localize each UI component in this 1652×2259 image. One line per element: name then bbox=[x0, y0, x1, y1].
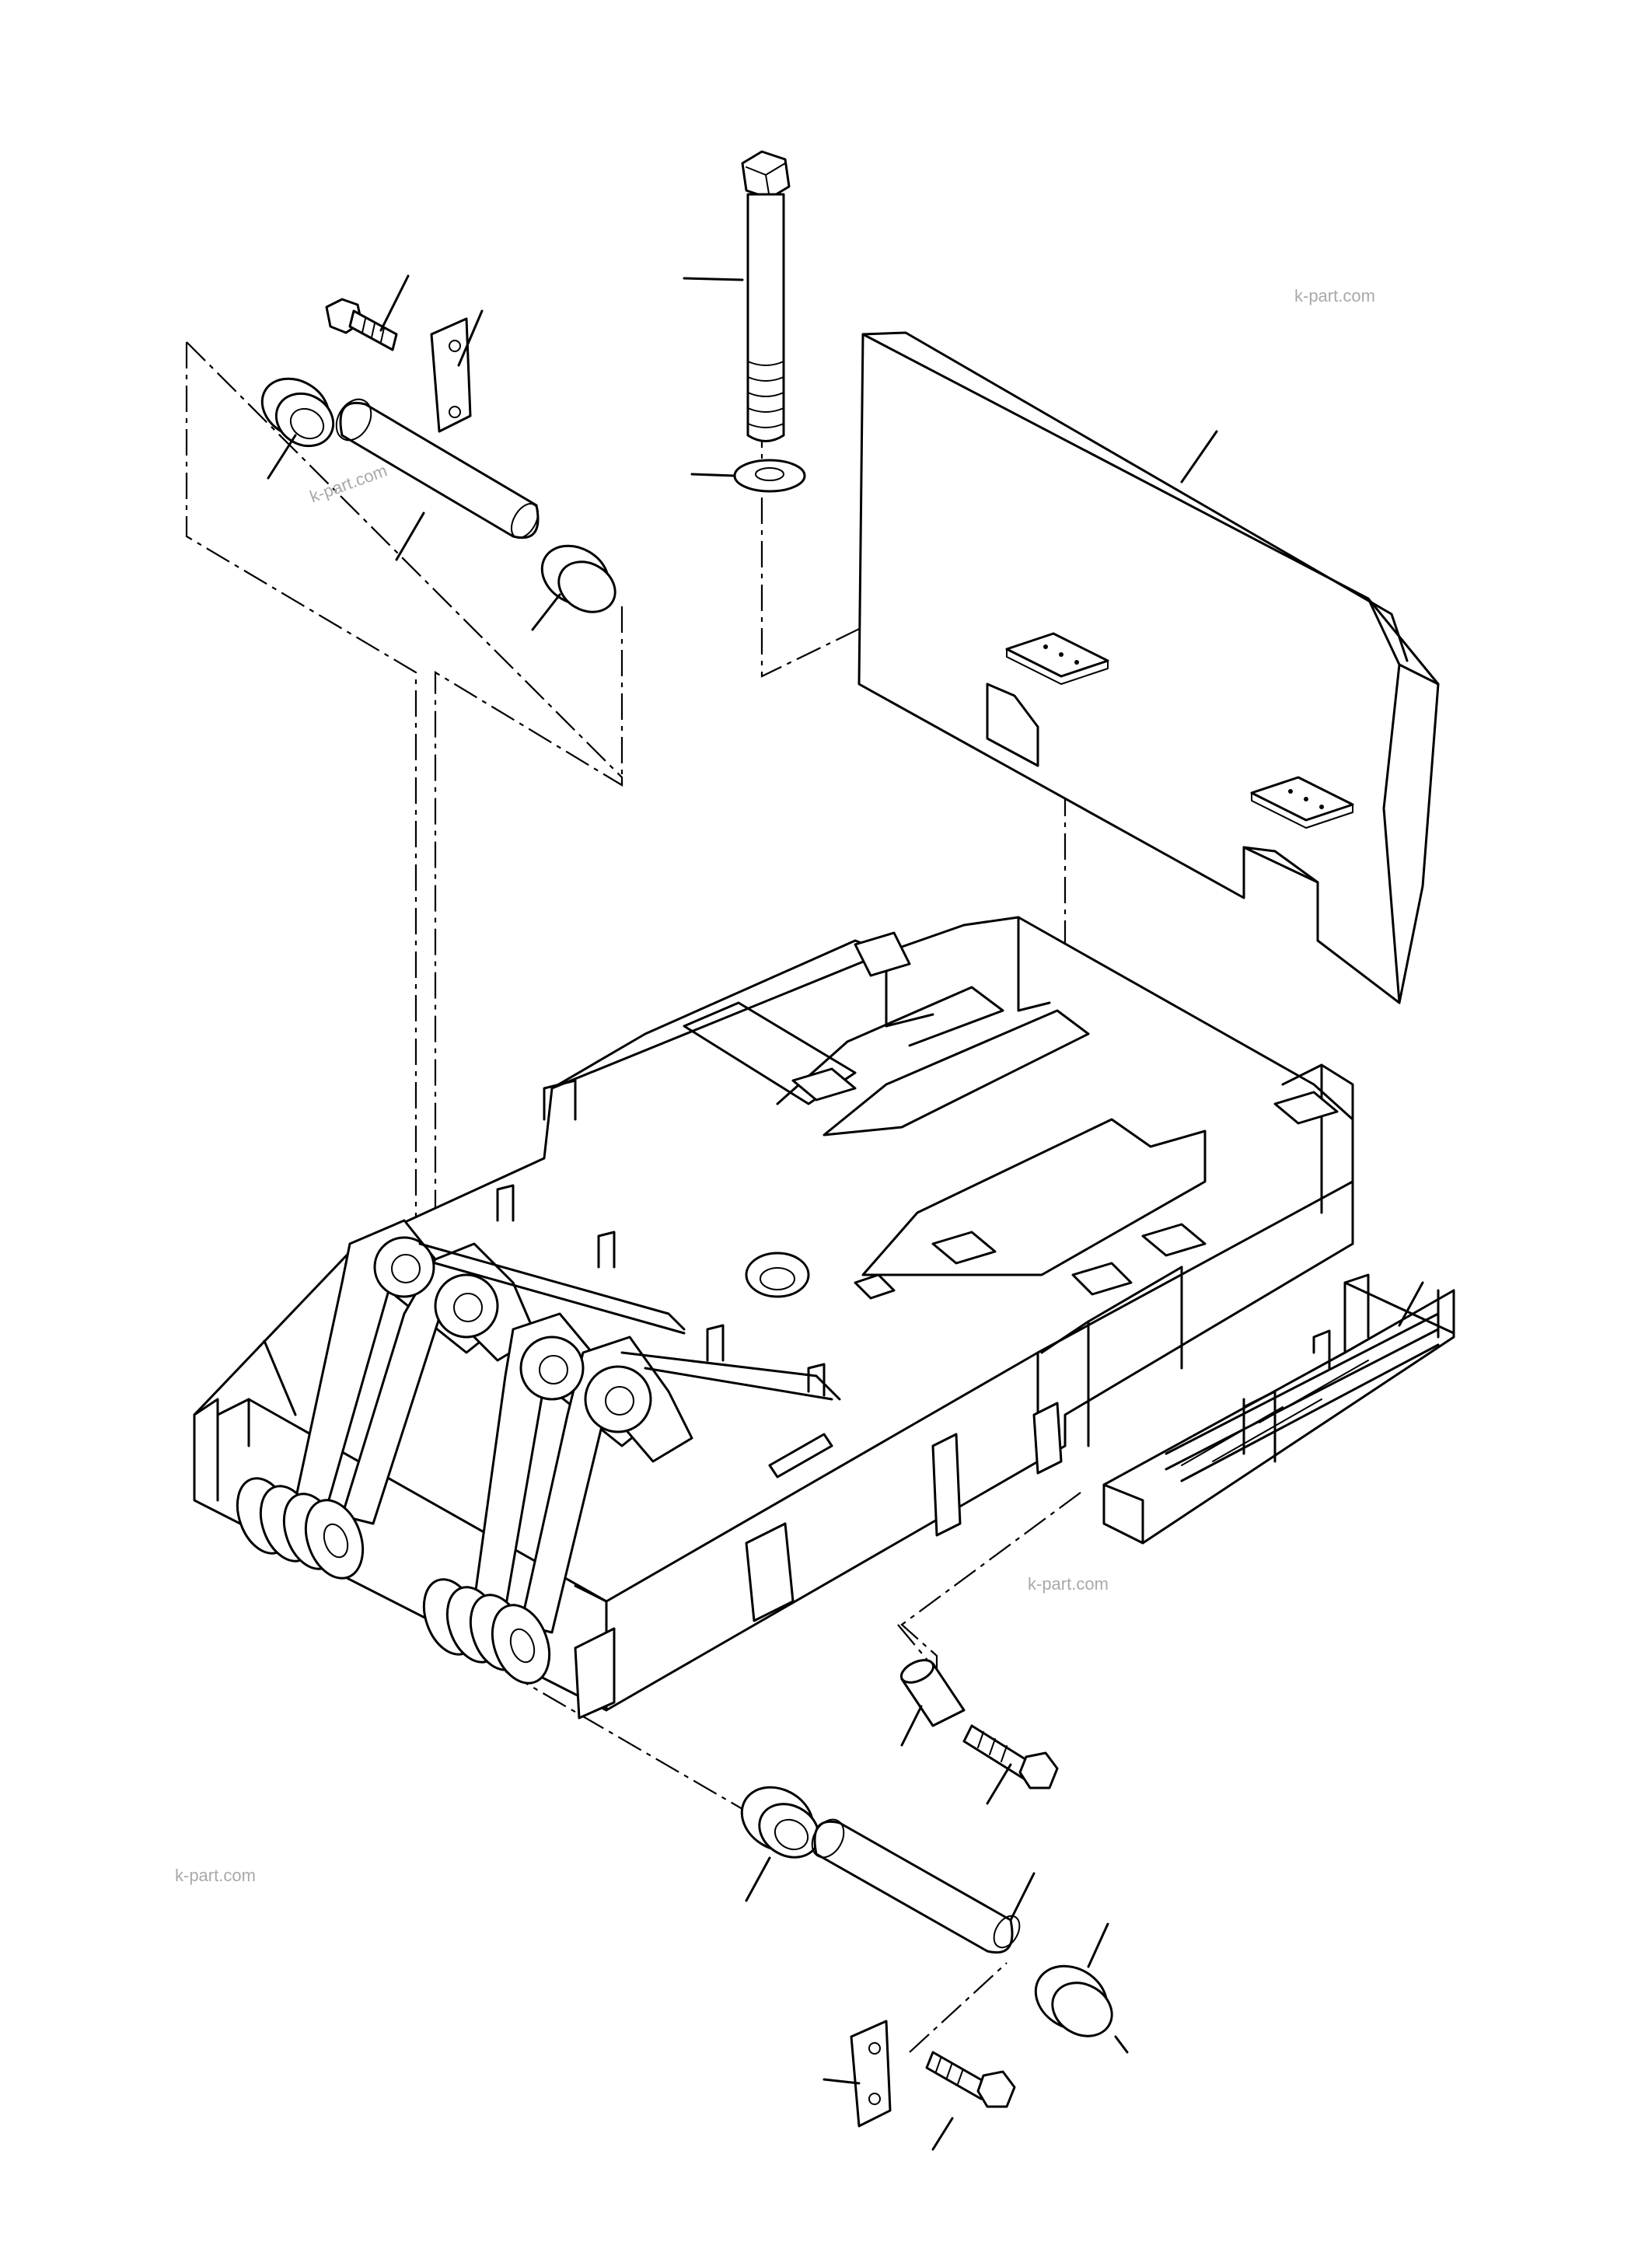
lower-pin-group bbox=[740, 1786, 1113, 2128]
leader-lines bbox=[263, 274, 1424, 2151]
lower-bosses bbox=[236, 1477, 551, 1685]
counterweight bbox=[857, 331, 1440, 1004]
watermark: k-part.com bbox=[175, 1866, 256, 1885]
side-step-rail bbox=[1102, 1273, 1455, 1545]
main-frame bbox=[193, 916, 1354, 1720]
spacer-and-bolt bbox=[899, 1659, 1059, 1789]
watermark: k-part.com bbox=[1294, 286, 1375, 306]
upper-pin-group bbox=[260, 298, 616, 613]
washer bbox=[733, 459, 806, 493]
watermark: k-part.com bbox=[1028, 1574, 1109, 1594]
hex-bolt bbox=[741, 150, 791, 442]
boom-brackets bbox=[294, 1184, 841, 1634]
